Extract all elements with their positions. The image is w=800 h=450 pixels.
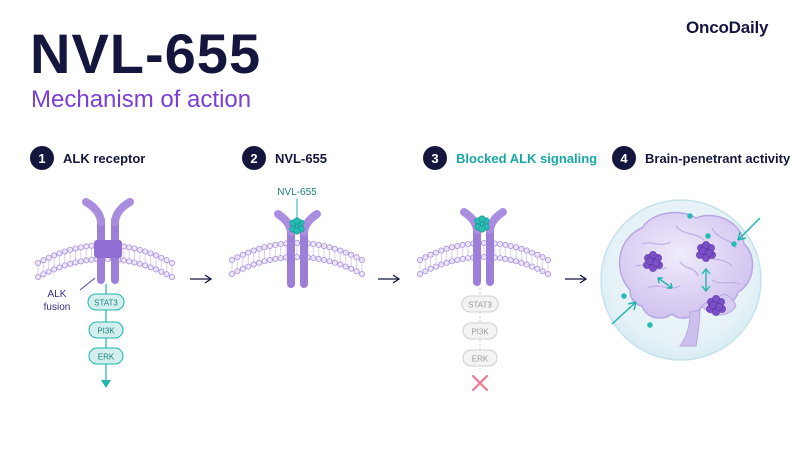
pathway-node-label: PI3K [471,328,489,337]
pathway-node-erk-inactive: ERK [462,349,498,367]
page-title: NVL-655 [30,22,262,85]
cell-membrane [228,239,365,277]
step-4-number-badge: 4 [612,146,636,170]
pathway-node-label: STAT3 [94,299,118,308]
pathway-node-label: ERK [98,353,115,362]
step-3-number-badge: 3 [423,146,447,170]
step-1-heading: 1 ALK receptor [30,146,145,170]
step-4-heading: 4 Brain-penetrant activity [612,146,790,170]
drug-label: NVL-655 [277,187,317,198]
tumor-clusters [643,241,726,316]
right-arrow-icon [565,274,588,284]
right-arrow-icon [378,274,401,284]
drug-particles [621,213,737,328]
right-arrow-icon [190,274,213,284]
step-2-number-badge: 2 [242,146,266,170]
pathway-node-label: ERK [472,355,489,364]
brand-logo: OncoDaily [686,18,769,37]
alk-fusion-callout-line2: fusion [44,302,71,313]
step-4-label: Brain-penetrant activity [645,150,791,166]
downstream-arrow-icon [101,380,111,388]
pathway-node-pi3k: PI3K [88,321,124,339]
panel-3-blocked-signaling: STAT3 PI3K ERK [416,208,552,392]
alk-fusion-callout-line1: ALK [48,289,67,300]
pathway-node-stat3: STAT3 [87,293,125,311]
panel-4-brain-penetrant [600,199,762,361]
nvl-655-molecule-icon [474,215,490,233]
x-mark-icon [471,374,489,392]
entry-arrow-icon [611,301,637,325]
page-subtitle: Mechanism of action [31,86,252,113]
nvl-655-molecule-icon [289,217,305,235]
step-3-heading: 3 Blocked ALK signaling [423,146,597,170]
alk-receptor-shape [82,198,134,284]
panel-2-nvl-655: NVL-655 [228,187,365,288]
step-2-heading: 2 NVL-655 [242,146,327,170]
pathway-node-erk: ERK [88,347,124,365]
alk-fusion-callout-line [79,277,96,291]
step-3-label: Blocked ALK signaling [456,150,598,166]
step-1-label: ALK receptor [63,150,146,166]
panel-1-alk-receptor: ALK fusion STAT3 PI3K ERK [35,198,175,388]
step-2-label: NVL-655 [275,150,328,166]
pathway-node-stat3-inactive: STAT3 [461,295,499,313]
pathway-node-label: STAT3 [468,301,492,310]
cell-membrane [416,239,552,277]
pathway-node-pi3k-inactive: PI3K [462,322,498,340]
double-arrow-icon [657,277,673,289]
entry-arrow-icon [737,217,761,241]
pathway-node-label: PI3K [97,327,115,336]
double-arrow-icon [701,267,711,293]
step-1-number-badge: 1 [30,146,54,170]
